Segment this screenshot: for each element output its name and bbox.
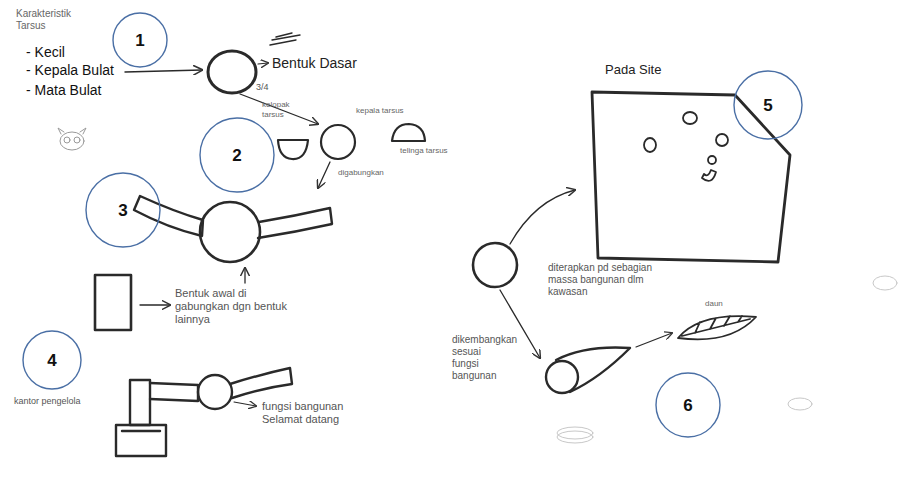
arrow: [636, 333, 672, 347]
callout-ring: [23, 331, 81, 389]
callout-number: 3: [118, 202, 127, 219]
callout-ring: [656, 373, 720, 437]
eyelid-shape: [278, 140, 308, 159]
sketch-note: - Kecil: [26, 44, 136, 61]
sketch-note: digabungkan: [338, 168, 408, 178]
sketch-note: Bentuk Dasar: [272, 55, 382, 72]
sketch-note: Pada Site: [605, 62, 695, 78]
ear-shape: [392, 124, 425, 141]
head-circle: [321, 125, 355, 159]
sketch-note: - Kepala Bulat: [26, 62, 136, 79]
arrow: [500, 290, 540, 358]
sketch-note: Bentuk awal di gabungkan dgn bentuk lain…: [175, 287, 300, 327]
welcome-circle: [198, 375, 232, 409]
building-masses: [644, 112, 728, 181]
arrow: [125, 70, 202, 72]
callout-ring: [200, 118, 274, 192]
callout-number: 2: [232, 147, 241, 164]
scribble: [270, 33, 300, 45]
callout-number: 1: [135, 32, 144, 49]
arrow: [234, 402, 256, 406]
callout-number: 6: [683, 397, 692, 414]
sketch-note: dikembangkan sesuai fungsi bangunan: [452, 334, 510, 382]
arrow: [240, 94, 318, 124]
rectangle-shape: [95, 275, 131, 330]
arrow: [258, 63, 268, 64]
arrow: [140, 304, 170, 305]
callout-number: 4: [47, 352, 56, 369]
callout-circle: 6: [655, 372, 721, 438]
sketch-note: Karakteristik Tarsus: [16, 8, 96, 32]
callout-circle: 5: [733, 70, 803, 140]
sketch-note: 3/4: [256, 82, 280, 93]
callout-ring: [734, 71, 802, 139]
office-mass: [130, 380, 150, 425]
wing-band: [134, 196, 203, 236]
wing-band: [258, 208, 332, 238]
arrow: [318, 162, 330, 188]
sketch-note: kantor pengelola: [14, 396, 104, 407]
base-circle: [473, 243, 517, 287]
callout-number: 5: [763, 97, 772, 114]
callout-ring: [86, 173, 160, 247]
sketch-note: fungsi bangunan Selamat datang: [262, 400, 372, 426]
combined-circle: [200, 202, 260, 262]
faint-trace: [557, 276, 897, 443]
callout-circle: 1: [112, 12, 168, 68]
callout-circle: 4: [22, 330, 82, 390]
leaf-sketch: [678, 316, 756, 339]
wing-band: [230, 368, 292, 398]
sketch-note: - Mata Bulat: [26, 82, 136, 99]
site-outline: [592, 92, 790, 262]
office-mass: [116, 425, 166, 456]
sketch-note: daun: [705, 299, 745, 309]
callout-circle: 2: [199, 117, 275, 193]
sketch-note: kepala tarsus: [356, 106, 404, 116]
arrow: [510, 190, 575, 244]
arrow: [244, 268, 245, 283]
callout-circle: 3: [85, 172, 161, 248]
office-mass: [150, 383, 198, 401]
teardrop-shape: [556, 348, 630, 393]
callout-ring: [113, 13, 167, 67]
sketch-note: kelopak tarsus: [262, 100, 308, 119]
sketch-note: diterapkan pd sebagian massa bangunan dl…: [548, 262, 666, 298]
teardrop-circle: [546, 361, 578, 393]
tarsius-doodle: [58, 128, 86, 150]
basic-circle: [208, 51, 256, 93]
sketch-note: telinga tarsus: [400, 146, 450, 156]
